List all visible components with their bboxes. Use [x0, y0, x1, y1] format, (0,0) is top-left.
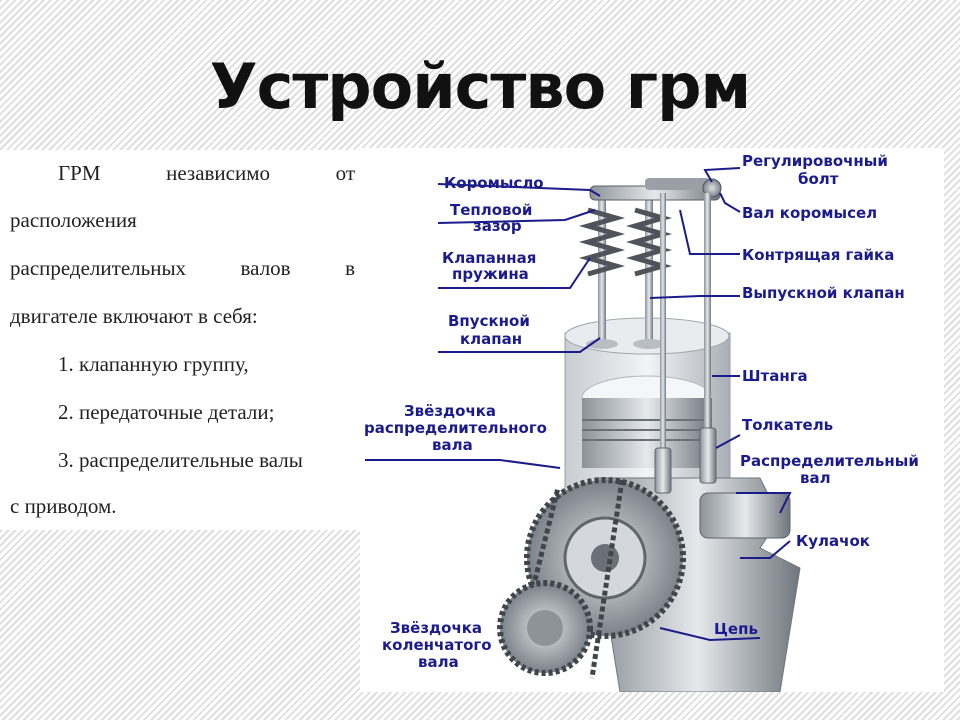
list-item-3-continued: с приводом.: [10, 494, 117, 518]
label-line: Звёздочка: [404, 402, 496, 420]
rocker-assembly: [589, 178, 722, 201]
word: от: [335, 161, 355, 185]
label-cam-sprocket: Звёздочка распределительного вала: [364, 402, 552, 454]
label-line: болт: [798, 170, 839, 188]
timing-mechanism-diagram: Коромысло Тепловой зазор Клапанная пружи…: [360, 148, 944, 694]
word: валов: [240, 256, 291, 280]
page-title: Устройство грм: [209, 50, 751, 123]
label-valve-spring: Клапанная пружина: [442, 249, 542, 283]
label-line: Клапанная: [442, 249, 536, 267]
text-panel: ГРМ независимо от расположения распредел…: [0, 150, 362, 530]
list-item-1: 1. клапанную группу,: [58, 352, 249, 376]
list-item-3: 3. распределительные валы: [58, 448, 303, 472]
label-adjusting-bolt: Регулировочный болт: [742, 152, 893, 188]
label-line: Регулировочный: [742, 152, 888, 170]
label-pushrod: Штанга: [742, 367, 808, 385]
paragraph-line-2: расположения: [10, 208, 137, 232]
word: ГРМ: [58, 161, 101, 185]
label-line: вала: [418, 653, 459, 671]
label-lock-nut: Контрящая гайка: [742, 246, 894, 264]
paragraph-line-3: распределительных валов в: [10, 255, 355, 281]
labels: Коромысло Тепловой зазор Клапанная пружи…: [364, 152, 924, 671]
paragraph-line-4: двигателе включают в себя:: [10, 304, 258, 328]
engine-illustration: Коромысло Тепловой зазор Клапанная пружи…: [364, 152, 924, 694]
leader-lines: [365, 167, 792, 694]
label-line: вал: [800, 469, 831, 487]
label-exhaust-valve: Выпускной клапан: [742, 284, 905, 302]
word: распределительных: [10, 256, 187, 280]
label-crank-sprocket: Звёздочка коленчатого вала: [382, 619, 497, 671]
label-line: Звёздочка: [390, 619, 482, 637]
label-rocker-shaft: Вал коромысел: [742, 204, 877, 222]
paragraph-line-1: ГРМ независимо от: [10, 160, 355, 186]
label-line: зазор: [473, 217, 522, 235]
crank-sprocket: [497, 580, 593, 676]
label-rocker: Коромысло: [444, 174, 544, 192]
word: независимо: [166, 161, 271, 185]
timing-chain: [532, 479, 625, 679]
label-intake-valve: Впускной клапан: [448, 312, 535, 348]
list-item-2: 2. передаточные детали;: [58, 400, 275, 424]
word: в: [345, 256, 355, 280]
label-line: вала: [432, 436, 473, 454]
label-chain: Цепь: [714, 620, 758, 638]
label-tappet: Толкатель: [742, 416, 833, 434]
label-cam: Кулачок: [796, 532, 870, 550]
label-line: Впускной: [448, 312, 530, 330]
label-line: Распределительный: [740, 452, 919, 470]
label-line: клапан: [460, 330, 522, 348]
label-thermal-gap: Тепловой зазор: [450, 201, 538, 235]
label-line: Тепловой: [450, 201, 532, 219]
label-camshaft: Распределительный вал: [740, 452, 924, 487]
label-line: пружина: [452, 265, 529, 283]
label-line: распределительного: [364, 419, 547, 437]
label-line: коленчатого: [382, 636, 492, 654]
pushrods: [654, 193, 717, 494]
